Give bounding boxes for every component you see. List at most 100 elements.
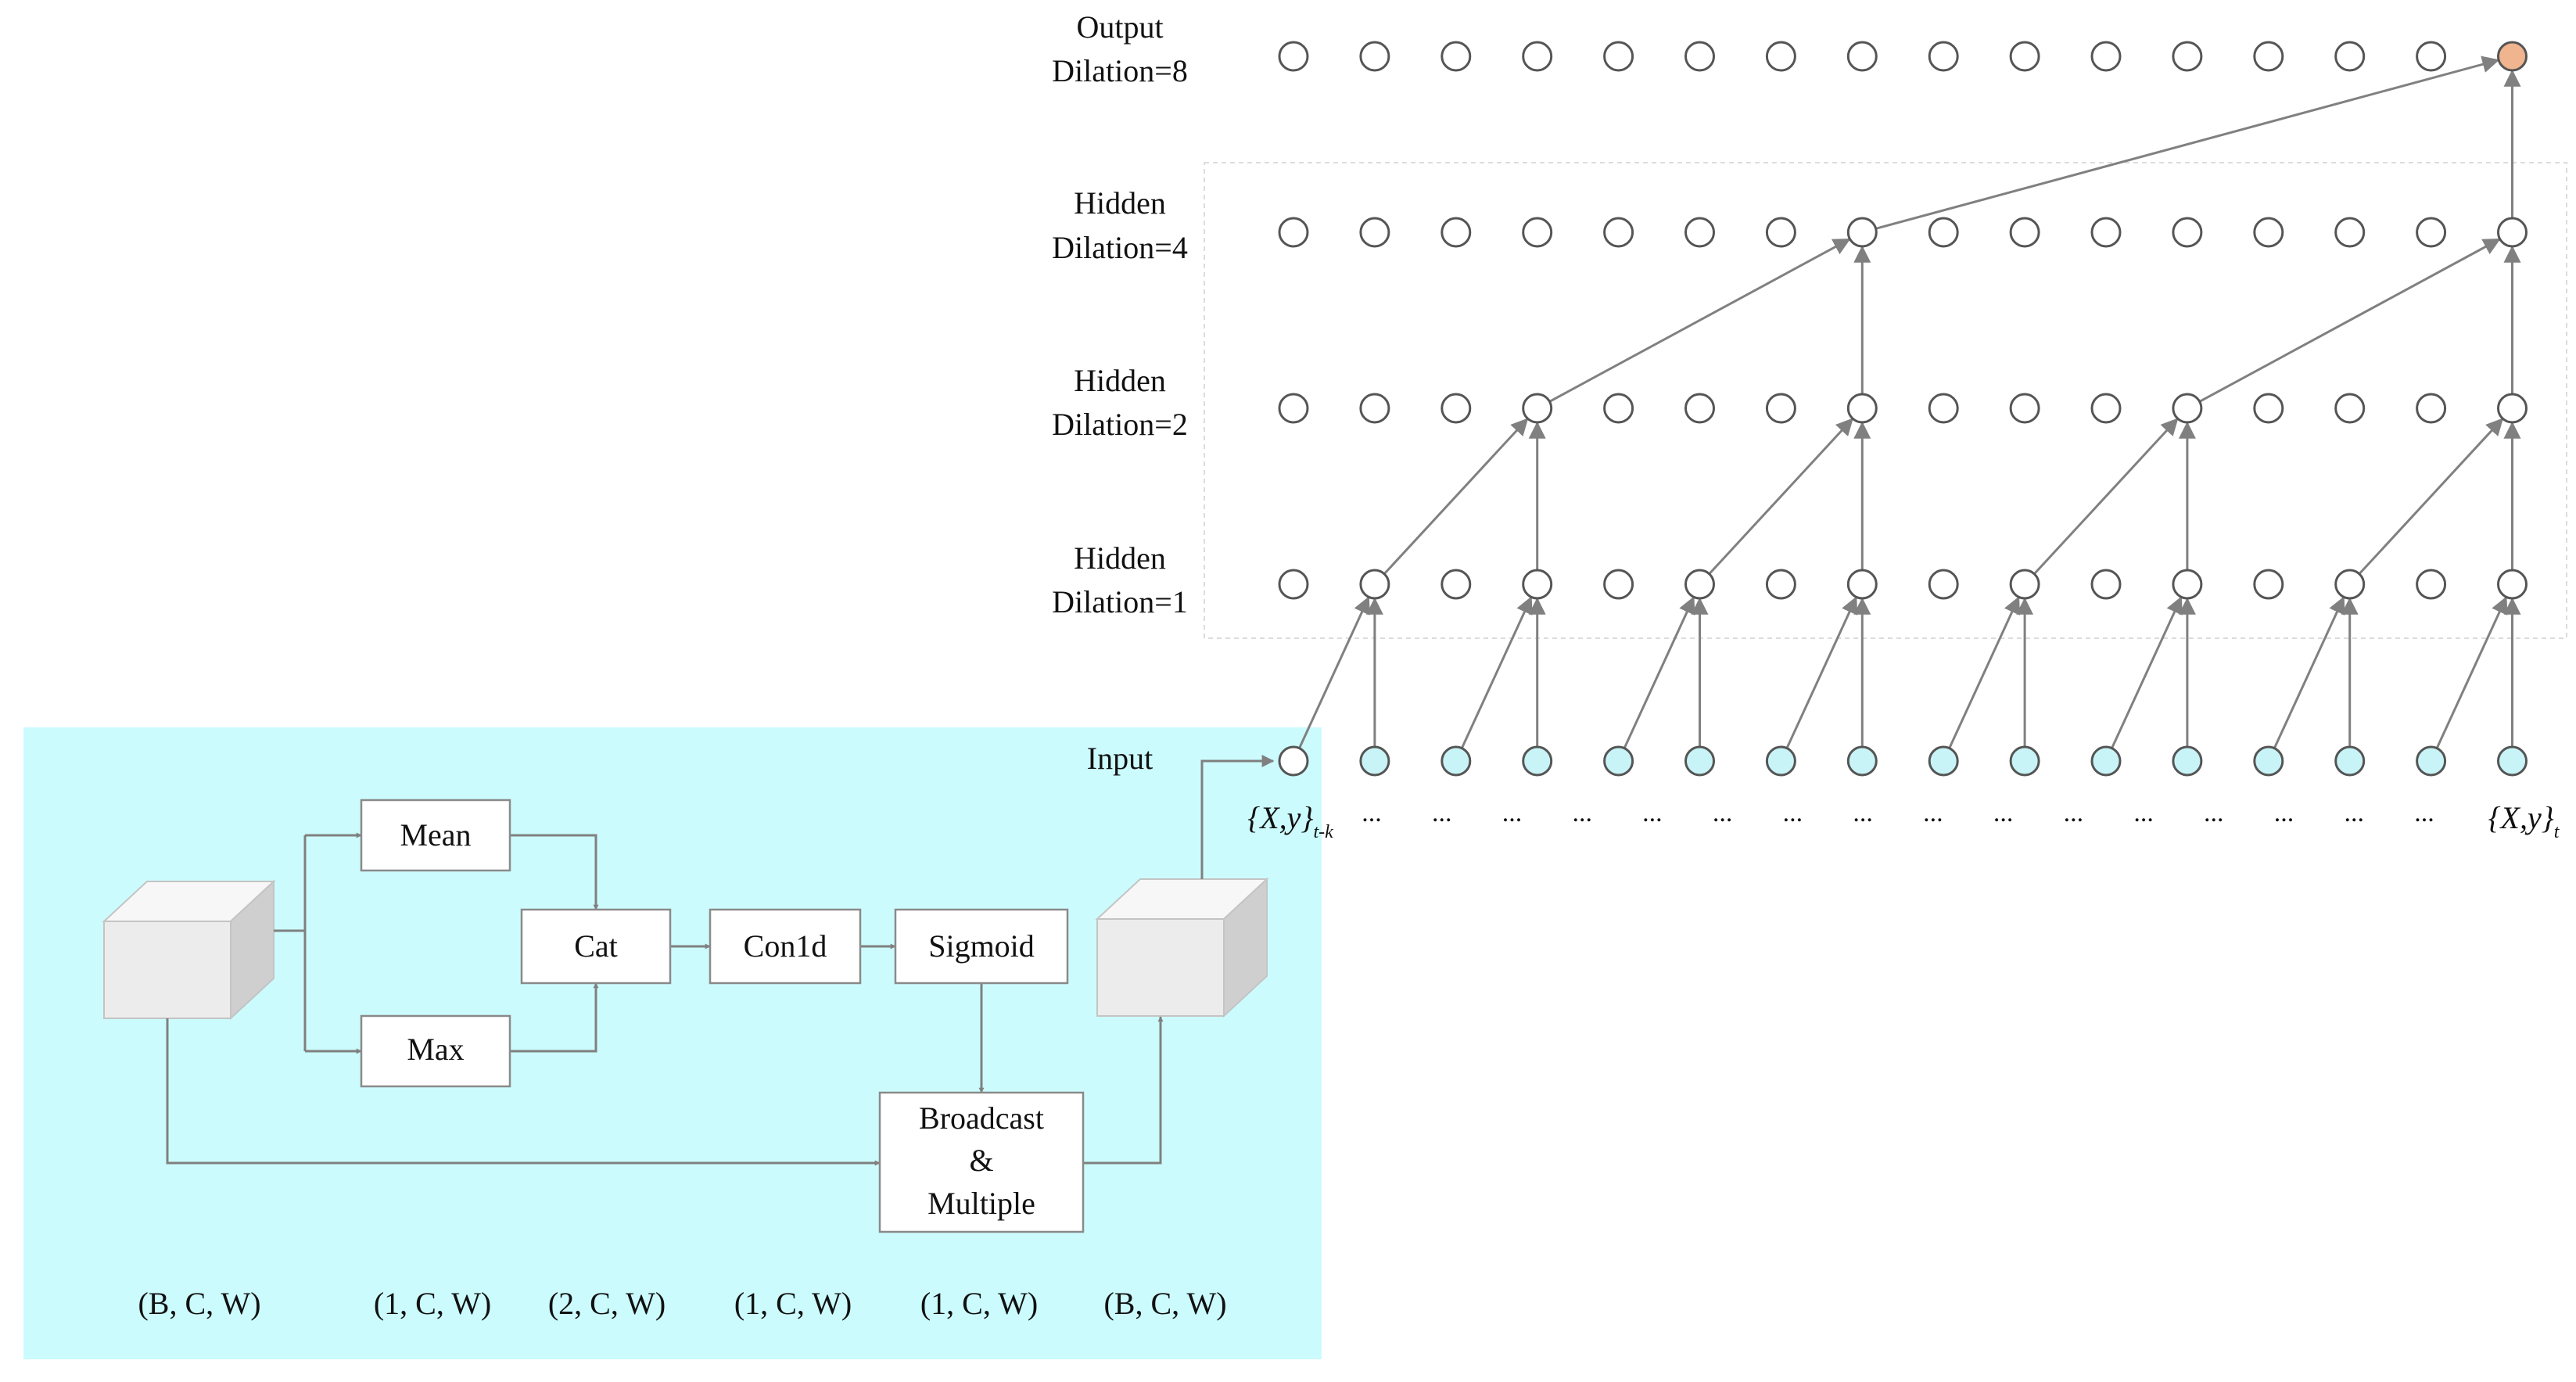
input-node — [2416, 745, 2447, 777]
ellipsis: ... — [1432, 799, 1452, 827]
shape-label: (1, C, W) — [734, 1286, 852, 1321]
edge-max-cat — [510, 982, 599, 1053]
ellipsis: ... — [1853, 799, 1873, 827]
output-node — [1684, 41, 1715, 72]
hidden4-node — [2253, 217, 2284, 248]
hidden4-node — [1359, 217, 1390, 248]
output-node — [2172, 41, 2203, 72]
hidden2-node — [2253, 393, 2284, 424]
output-node — [2497, 41, 2528, 72]
hidden1-node — [2009, 569, 2040, 600]
hidden1-node — [1928, 569, 1959, 600]
edge-skip-broadcast — [166, 1018, 881, 1166]
input-node — [2334, 745, 2366, 777]
hidden4-node — [1522, 217, 1553, 248]
hidden1-node — [1278, 569, 1309, 600]
cat-box: Cat — [520, 908, 672, 985]
tcn-edge — [1875, 56, 2500, 230]
hidden1-node — [1846, 569, 1878, 600]
hidden4-node — [2334, 217, 2366, 248]
max-label: Max — [407, 1032, 464, 1067]
shape-label: (1, C, W) — [374, 1286, 491, 1321]
edge-broadcast-output — [1083, 1016, 1164, 1165]
hidden2-label: Hidden — [1074, 363, 1166, 398]
ellipsis: ... — [2204, 799, 2224, 827]
hidden2-dilation-label: Dilation=2 — [1052, 407, 1188, 442]
hidden4-node — [1603, 217, 1634, 248]
output-dilation-label: Dilation=8 — [1052, 53, 1188, 88]
tcn-edge — [1948, 596, 2020, 749]
ellipsis: ... — [1572, 799, 1592, 827]
output-node — [1765, 41, 1796, 72]
ellipsis: ... — [1783, 799, 1803, 827]
output-node — [1440, 41, 1472, 72]
tcn-edge — [1708, 418, 1853, 575]
tcn-edge — [2033, 418, 2179, 575]
ellipsis: ... — [2274, 799, 2294, 827]
hidden1-node — [2090, 569, 2122, 600]
attention-panel — [23, 727, 1322, 1359]
input-node — [2009, 745, 2040, 777]
ellipsis: ... — [2064, 799, 2084, 827]
input-node — [1522, 745, 1553, 777]
hidden2-node — [1846, 393, 1878, 424]
tcn-nodes — [1278, 41, 2528, 777]
output-node — [2253, 41, 2284, 72]
cat-label: Cat — [574, 928, 618, 964]
edge-cube-to-tcn-input — [1200, 755, 1275, 879]
attention-edges — [166, 832, 1164, 1166]
input-node — [1359, 745, 1390, 777]
tcn-edge — [1383, 418, 1529, 575]
tcn-edge — [2435, 596, 2508, 749]
tcn-edge — [1460, 596, 1533, 749]
tcn-edge — [2111, 596, 2183, 749]
shape-label: (2, C, W) — [548, 1286, 666, 1321]
hidden4-node — [1928, 217, 1959, 248]
input-node — [1278, 745, 1309, 777]
tcn-edges — [1298, 56, 2521, 749]
tcn-edge — [1548, 238, 1851, 403]
input-node — [1846, 745, 1878, 777]
input-node — [2497, 745, 2528, 777]
tcn-edge — [2273, 596, 2345, 749]
hidden4-node — [2172, 217, 2203, 248]
max-box: Max — [360, 1014, 511, 1088]
shape-label: (1, C, W) — [920, 1286, 1038, 1321]
hidden2-node — [2172, 393, 2203, 424]
ellipsis: ... — [1713, 799, 1733, 827]
broadcast-box: Broadcast & Multiple — [878, 1091, 1085, 1233]
hidden2-node — [1359, 393, 1390, 424]
input-node — [2172, 745, 2203, 777]
hidden4-node — [1765, 217, 1796, 248]
hidden2-node — [2416, 393, 2447, 424]
first-time-label: {X,y}t-k — [1247, 800, 1333, 842]
ellipsis: ... — [2414, 799, 2434, 827]
ellipsis-row: ........................................… — [1362, 799, 2434, 827]
hidden2-node — [1684, 393, 1715, 424]
tcn-edge — [1298, 596, 1370, 749]
hidden1-node — [2416, 569, 2447, 600]
mean-label: Mean — [400, 817, 471, 853]
broadcast-label-1: Broadcast — [919, 1100, 1044, 1136]
input-node — [1765, 745, 1796, 777]
output-label: Output — [1076, 9, 1163, 45]
hidden1-node — [1440, 569, 1472, 600]
output-node — [1522, 41, 1553, 72]
hidden1-node — [2172, 569, 2203, 600]
last-time-label: {X,y}t — [2488, 800, 2560, 842]
hidden4-node — [1846, 217, 1878, 248]
input-label: Input — [1087, 741, 1153, 776]
tcn-edge — [1623, 596, 1695, 749]
broadcast-label-3: Multiple — [927, 1186, 1035, 1221]
hidden2-node — [2009, 393, 2040, 424]
edge-mean-cat — [510, 834, 599, 910]
sigmoid-label: Sigmoid — [928, 928, 1035, 964]
output-node — [2334, 41, 2366, 72]
time-labels: {X,y}t-k {X,y}t — [1247, 800, 2560, 842]
output-node — [2009, 41, 2040, 72]
layer-labels: Output Dilation=8 Hidden Dilation=4 Hidd… — [1052, 9, 1188, 776]
hidden2-node — [2497, 393, 2528, 424]
hidden1-node — [2334, 569, 2366, 600]
hidden4-label: Hidden — [1074, 185, 1166, 221]
